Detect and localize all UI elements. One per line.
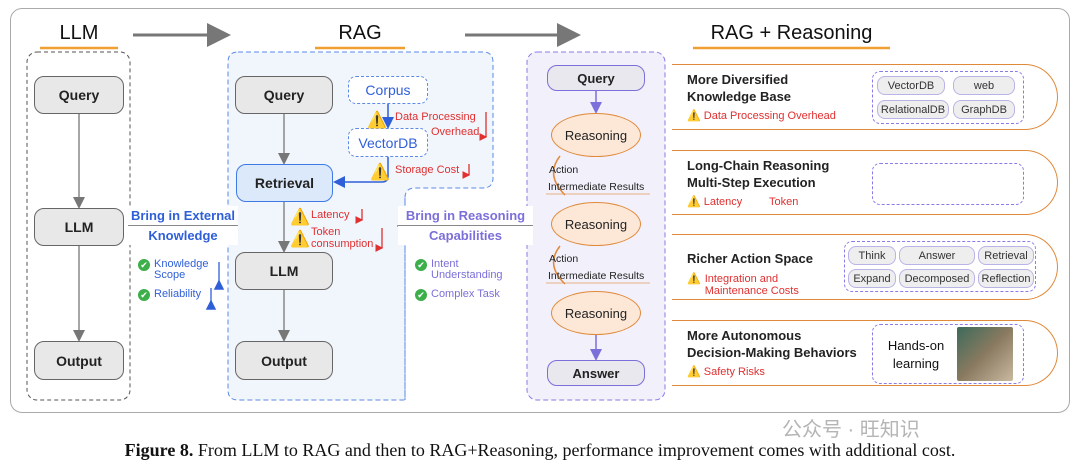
- chain-box: [872, 163, 1024, 205]
- watermark: 公众号 · 旺知识: [782, 419, 920, 441]
- benefit-complex-task: ✔ Complex Task: [415, 289, 500, 301]
- rag-query-box: Query: [235, 76, 333, 114]
- llm-llm-box: LLM: [34, 208, 124, 246]
- robot-image: [957, 327, 1013, 381]
- card-cost: ⚠️ Data Processing Overhead: [687, 110, 836, 122]
- cost-data-processing: Data Processing: [395, 111, 476, 123]
- cost-text: Latency: [703, 196, 743, 208]
- warning-icon: ⚠️: [290, 209, 310, 226]
- hands-on-box: Hands-on learning: [872, 324, 1024, 384]
- card-title-line2: Knowledge Base: [687, 89, 792, 104]
- reasoning-node: Reasoning: [551, 291, 641, 335]
- cost-storage: Storage Cost: [395, 164, 460, 176]
- llm-output-box: Output: [34, 341, 124, 380]
- card-title-line1: More Diversified: [687, 72, 789, 87]
- hands-on-line2: learning: [892, 356, 940, 371]
- chip-reflection: Reflection: [978, 269, 1034, 288]
- chip-expand: Expand: [848, 269, 896, 288]
- bridge2-line2: Capabilities: [398, 225, 533, 245]
- check-icon: ✔: [138, 289, 150, 301]
- cost-line2: Maintenance Costs: [704, 285, 799, 297]
- check-icon: ✔: [415, 259, 427, 271]
- card-title-line1: More Autonomous: [687, 328, 802, 343]
- action-box: Think Answer Retrieval Expand Decomposed…: [844, 241, 1036, 292]
- card-cost: ⚠️ Safety Risks: [687, 366, 765, 378]
- figure-frame: [10, 8, 1070, 413]
- benefit-intent-understanding: ✔ Intent Understanding: [415, 258, 503, 281]
- retrieval-box: Retrieval: [236, 164, 333, 202]
- chip-answer: Answer: [899, 246, 975, 265]
- chip-relationaldb: RelationalDB: [877, 100, 949, 119]
- card-title: Richer Action Space: [687, 251, 813, 266]
- figure-caption: Figure 8. From LLM to RAG and then to RA…: [0, 440, 1080, 461]
- action-label: Action: [549, 164, 579, 176]
- warning-icon: ⚠️: [290, 231, 310, 248]
- cost-overhead: Overhead: [431, 126, 480, 138]
- benefit-text: Reliability: [154, 288, 202, 300]
- bridge1-line2: Knowledge: [128, 225, 238, 245]
- cost-line1: Integration and: [704, 273, 779, 285]
- action-label: Action: [549, 253, 579, 265]
- reasoning-node: Reasoning: [551, 202, 641, 246]
- chip-vectordb: VectorDB: [877, 76, 945, 95]
- chip-decomposed: Decomposed: [899, 269, 975, 288]
- intermediate-label: Intermediate Results: [548, 181, 645, 193]
- check-icon: ✔: [138, 259, 150, 271]
- corpus-box: Corpus: [348, 76, 428, 104]
- benefit-reliability: ✔ Reliability: [138, 289, 201, 301]
- vectordb-box: VectorDB: [348, 128, 428, 157]
- answer-pill: Answer: [547, 360, 645, 386]
- bridge2-line1: Bring in Reasoning: [405, 208, 526, 223]
- benefit-text: Complex Task: [431, 288, 500, 300]
- cost-latency: Latency: [311, 209, 350, 221]
- chip-retrieval: Retrieval: [978, 246, 1034, 265]
- intermediate-label: Intermediate Results: [548, 270, 645, 282]
- reasoning-query-pill: Query: [547, 65, 645, 91]
- rag-output-box: Output: [235, 341, 333, 380]
- card-title-line2: Multi-Step Execution: [687, 175, 816, 190]
- chip-web: web: [953, 76, 1015, 95]
- cost-text: Data Processing Overhead: [703, 110, 836, 122]
- cost-token-line2: consumption: [311, 238, 374, 250]
- warning-icon: ⚠️: [367, 112, 387, 129]
- knowledge-source-box: VectorDB web RelationalDB GraphDB: [872, 71, 1024, 124]
- chip-think: Think: [848, 246, 896, 265]
- benefit-text: Intent Understanding: [431, 258, 503, 281]
- card-title-line2: Decision-Making Behaviors: [687, 345, 857, 360]
- bridge-reasoning-capabilities: Bring in Reasoning Capabilities: [398, 206, 533, 245]
- header-llm: LLM: [59, 22, 99, 44]
- caption-label: Figure 8.: [124, 440, 194, 460]
- bridge-external-knowledge: Bring in External Knowledge: [128, 206, 238, 245]
- header-rag-reasoning: RAG + Reasoning: [710, 22, 873, 44]
- llm-query-box: Query: [34, 76, 124, 114]
- caption-text: From LLM to RAG and then to RAG+Reasonin…: [193, 440, 956, 460]
- benefit-text: Knowledge Scope: [154, 258, 209, 281]
- benefit-knowledge-scope: ✔ Knowledge Scope: [138, 259, 218, 281]
- reasoning-node: Reasoning: [551, 113, 641, 157]
- card-cost: ⚠️ Latency: [687, 196, 743, 208]
- hands-on-text: Hands-on learning: [881, 337, 951, 373]
- hands-on-line1: Hands-on: [887, 338, 945, 353]
- card-title-line1: Long-Chain Reasoning: [687, 158, 830, 173]
- check-icon: ✔: [415, 289, 427, 301]
- warning-icon: ⚠️: [370, 164, 390, 181]
- cost-text: Token: [769, 196, 799, 208]
- bridge1-line1: Bring in External: [130, 208, 236, 223]
- chip-graphdb: GraphDB: [953, 100, 1015, 119]
- header-rag: RAG: [338, 22, 382, 44]
- warning-icon: ⚠️: [687, 273, 701, 285]
- cost-text: Safety Risks: [703, 366, 765, 378]
- cost-token-line1: Token: [311, 226, 341, 238]
- rag-llm-box: LLM: [235, 252, 333, 290]
